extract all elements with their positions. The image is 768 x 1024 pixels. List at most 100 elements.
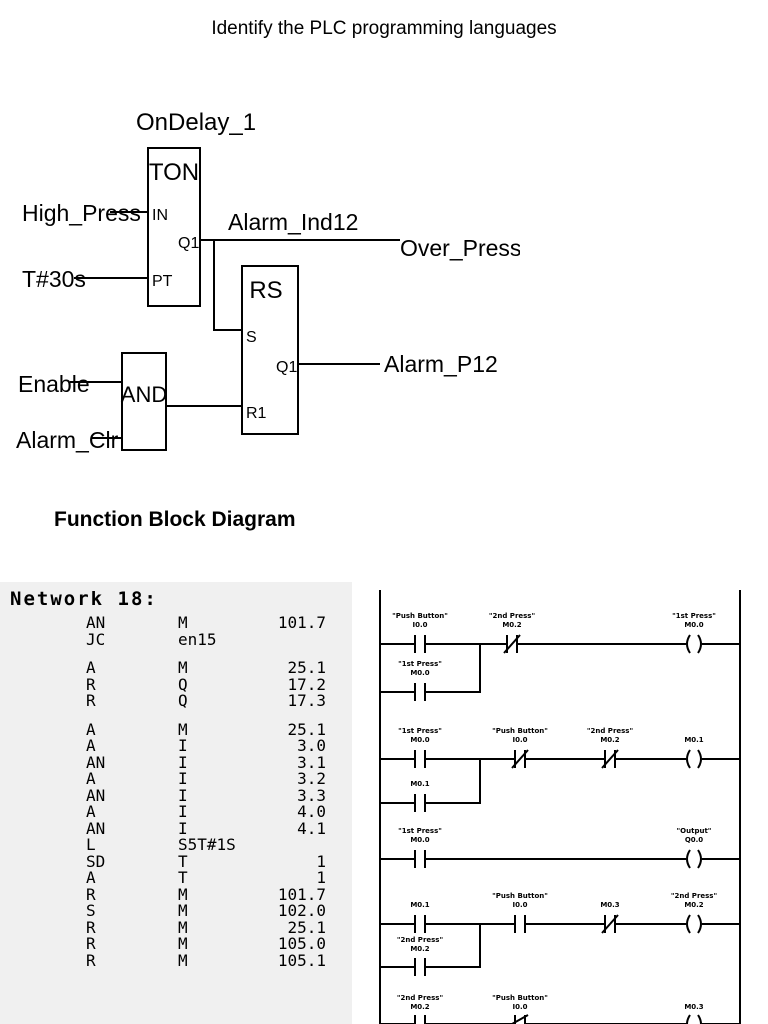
stl-op-19: R [86,950,96,970]
stl-op-6: A [86,736,96,755]
stl-op-9: AN [86,785,106,805]
and-block [121,352,167,451]
label-r4-c2-name: "Push Button" [492,892,548,900]
label-r2-c3-addr: M0.2 [600,736,619,744]
stl-addr-6: 3.0 [297,736,326,755]
stl-addr-14: 1 [316,868,326,887]
stl-area-3: Q [178,674,188,694]
stl-op-16: S [86,901,96,920]
label-r4-coil-addr: M0.2 [684,901,703,909]
stl-addr-10: 4.0 [297,802,326,821]
label-r3-c1-addr: M0.0 [410,836,429,844]
stl-area-5: M [178,719,188,739]
page-title: Identify the PLC programming languages [211,18,557,39]
stl-area-15: M [178,884,188,904]
label-r5-c2-name: "Push Button" [492,994,548,1002]
stl-op-7: AN [86,752,106,772]
stl-area-14: T [178,868,188,887]
label-r1-coil-name: "1st Press" [672,612,716,620]
label-r5-coil-addr: M0.3 [684,1003,703,1011]
stl-area-16: M [178,901,188,920]
stl-area-9: I [178,785,188,805]
stl-area-2: M [178,658,188,677]
coil-r4-2nd-press [686,914,702,934]
stl-area-11: I [178,818,188,838]
label-r4-c2-addr: I0.0 [512,901,527,909]
label-r4-c3-addr: M0.3 [600,901,619,909]
label-r5-c1-addr: M0.2 [410,1003,429,1011]
label-r4-c1-addr: M0.1 [410,901,429,909]
label-r4-branch-addr: M0.2 [410,945,429,953]
label-r5-c2-addr: I0.0 [512,1003,527,1011]
stl-area-7: I [178,752,188,772]
rung-2-branch [380,759,481,804]
label-r4-branch-name: "2nd Press" [397,936,443,944]
stl-addr-9: 3.3 [297,785,326,805]
stl-area-4: Q [178,691,188,710]
stl-op-4: R [86,691,96,710]
label-r2-c1-addr: M0.0 [410,736,429,744]
stl-op-18: R [86,934,96,953]
label-r1-c1-addr: I0.0 [412,621,427,629]
stl-addr-15: 101.7 [277,884,326,904]
stl-op-2: A [86,658,96,677]
stl-addr-3: 17.2 [287,674,326,694]
stl-op-14: A [86,868,96,887]
contact-r2-branch-m01 [414,793,426,813]
label-r4-coil-name: "2nd Press" [671,892,717,900]
stl-addr-4: 17.3 [287,691,326,710]
ton-block [147,147,201,307]
label-r1-coil-addr: M0.0 [684,621,703,629]
contact-r2-1st-press [414,749,426,769]
stl-op-8: A [86,769,96,788]
stl-area-12: S5T#1S [178,835,236,854]
label-r2-c3-name: "2nd Press" [587,727,633,735]
ladder-diagram: "Push Button" I0.0 "2nd Press" M0.2 "1st… [379,590,741,1024]
stl-op-12: L [86,835,96,854]
stl-addr-7: 3.1 [297,752,326,772]
stl-area-6: I [178,736,188,755]
stl-area-0: M [178,613,188,632]
fbd-caption: Function Block Diagram [54,508,296,531]
ton-in-label: IN [152,207,168,224]
coil-r3-output [686,849,702,869]
label-r3-coil-addr: Q0.0 [685,836,703,844]
and-type-label: AND [121,382,167,407]
contact-r3-1st-press [414,849,426,869]
stl-addr-1 [240,631,326,648]
stl-op-11: AN [86,818,106,838]
stl-area-10: I [178,802,188,821]
coil-r2-m01 [686,749,702,769]
stl-area-13: T [178,851,188,871]
rs-block [241,265,299,435]
nc-contact-r2-2nd-press [601,749,619,769]
label-r5-c1-name: "2nd Press" [397,994,443,1002]
stl-addr-0: 101.7 [277,613,326,632]
stl-op-13: SD [86,851,106,871]
signal-alarm-p12: Alarm_P12 [384,351,498,377]
stl-addr-19: 105.1 [277,950,326,970]
signal-enable: Enable [18,371,90,397]
stl-addr-12 [240,836,326,853]
stl-op-0: AN [86,613,106,632]
label-r1-c2-name: "2nd Press" [489,612,535,620]
label-r1-branch-name: "1st Press" [398,660,442,668]
stl-op-1: JC [86,629,106,649]
stl-area-8: I [178,769,188,788]
coil-r1-1st-press [686,634,702,654]
nc-contact-r1-2nd-press [503,634,521,654]
contact-r4-m01 [414,914,426,934]
stl-network-header: Network 18: [10,588,158,610]
label-r2-branch-addr: M0.1 [410,780,429,788]
stl-addr-16: 102.0 [277,901,326,920]
stl-area-17: M [178,917,188,937]
stl-area-19: M [178,950,188,970]
stl-addr-2: 25.1 [287,658,326,677]
label-r2-c1-name: "1st Press" [398,727,442,735]
contact-r1-branch-1st-press [414,682,426,702]
ton-q-label: Q1 [178,235,199,252]
stl-addr-17: 25.1 [287,917,326,937]
stl-op-10: A [86,802,96,821]
label-r2-c2-addr: I0.0 [512,736,527,744]
